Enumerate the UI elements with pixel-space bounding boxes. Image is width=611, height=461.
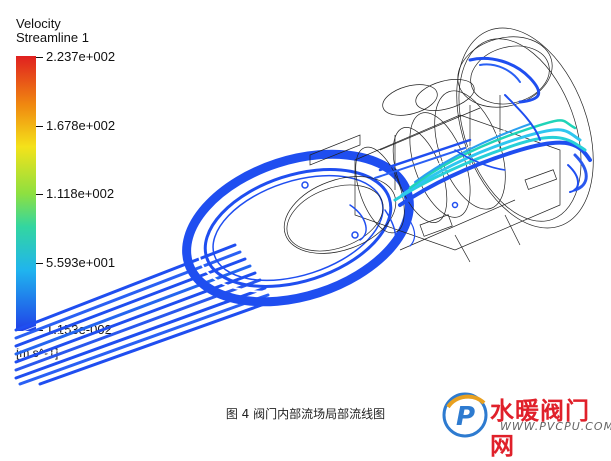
watermark-logo: P 水暖阀门网 WWW.PVCPU.COM — [438, 385, 611, 460]
stem-streamlines — [301, 56, 592, 251]
legend-title: Velocity — [16, 16, 61, 31]
legend-tick — [36, 57, 43, 58]
inlet-pipe-streamlines — [14, 243, 272, 386]
figure-caption: 图 4 阀门内部流场局部流线图 — [225, 407, 386, 421]
logo-emblem-icon: P — [442, 392, 488, 438]
legend-tick-label-max: 2.237e+002 — [46, 49, 116, 64]
valve-wireframe — [283, 27, 594, 263]
watermark-url: WWW.PVCPU.COM — [500, 420, 611, 433]
legend-tick-label-3: 1.118e+002 — [46, 186, 115, 201]
color-scale-bar — [16, 56, 36, 331]
legend-tick-label-4: 5.593e+001 — [46, 255, 116, 270]
legend-tick — [36, 263, 43, 264]
logo-letter: P — [456, 402, 475, 432]
streamline-plot — [14, 27, 594, 386]
legend-tick — [36, 126, 43, 127]
legend-tick — [36, 194, 43, 195]
legend-subtitle: Streamline 1 — [16, 30, 89, 45]
figure: Velocity Streamline 1 2.237e+002 1.678e+… — [14, 16, 611, 460]
legend-tick-label-2: 1.678e+002 — [46, 118, 116, 133]
